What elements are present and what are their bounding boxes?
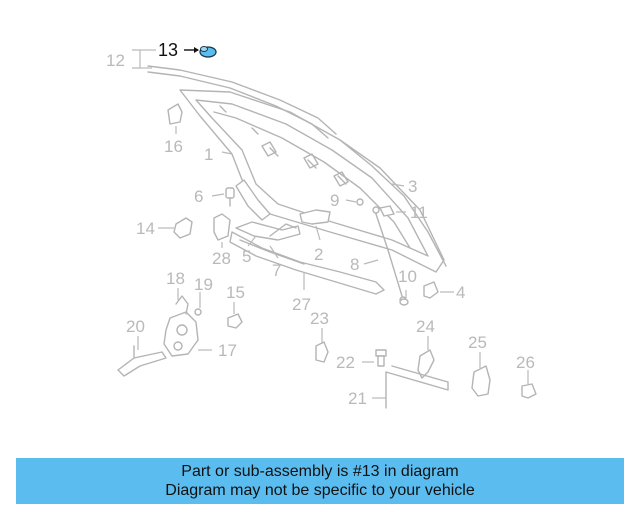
callout-25[interactable]: 25 [468, 333, 487, 352]
part-24-lever [417, 349, 435, 379]
caption-line-2: Diagram may not be specific to your vehi… [165, 482, 475, 499]
callout-12[interactable]: 12 [106, 51, 125, 70]
callout-14[interactable]: 14 [136, 219, 155, 238]
part-3-trim [339, 139, 447, 267]
parts-diagram: 13 12 16 1 6 14 28 5 7 2 27 8 9 11 3 10 … [106, 40, 537, 409]
callout-4[interactable]: 4 [456, 283, 465, 302]
callout-8[interactable]: 8 [350, 255, 359, 274]
part-21-rod [385, 365, 449, 409]
part-25-cover [471, 365, 491, 397]
callout-28[interactable]: 28 [212, 249, 231, 268]
callout-5[interactable]: 5 [242, 247, 251, 266]
callout-9[interactable]: 9 [330, 191, 339, 210]
bracket-12 [132, 49, 156, 69]
callout-23[interactable]: 23 [310, 309, 329, 328]
callout-21[interactable]: 21 [348, 389, 367, 408]
callout-17[interactable]: 17 [218, 341, 237, 360]
callout-6[interactable]: 6 [194, 187, 203, 206]
part-23-clip [315, 341, 329, 363]
callout-26[interactable]: 26 [516, 353, 535, 372]
part-26-cap [521, 383, 537, 399]
part-22-bolt [375, 349, 387, 367]
callout-19[interactable]: 19 [194, 275, 213, 294]
caption-line-1: Part or sub-assembly is #13 in diagram [181, 463, 459, 480]
part-14-cap [173, 217, 193, 239]
callout-16[interactable]: 16 [164, 137, 183, 156]
part-13-clip [184, 46, 217, 58]
callout-15[interactable]: 15 [226, 283, 245, 302]
callout-24[interactable]: 24 [416, 317, 435, 336]
callout-27[interactable]: 27 [292, 295, 311, 314]
callout-7[interactable]: 7 [272, 261, 281, 280]
leader-lines [137, 126, 529, 399]
part-1-hatch-panel [179, 89, 445, 273]
part-15-stopper [227, 313, 243, 329]
part-16-bumper [167, 103, 183, 125]
part-5-hinge [235, 179, 301, 241]
part-9-grommet [356, 198, 364, 206]
callout-3[interactable]: 3 [408, 177, 417, 196]
part-20-rod [117, 345, 167, 377]
callout-10[interactable]: 10 [398, 267, 417, 286]
part-6-bolt [225, 187, 235, 207]
part-28-bracket [213, 213, 231, 241]
part-2-handle [299, 209, 331, 225]
callout-1[interactable]: 1 [204, 145, 213, 164]
part-11-ball-stud [379, 205, 395, 217]
callout-22[interactable]: 22 [336, 353, 355, 372]
callout-20[interactable]: 20 [126, 317, 145, 336]
callout-11[interactable]: 11 [410, 203, 428, 222]
callout-2[interactable]: 2 [314, 245, 323, 264]
callout-13[interactable]: 13 [158, 40, 178, 60]
part-17-latch [163, 295, 202, 357]
callout-18[interactable]: 18 [166, 269, 185, 288]
part-10-washer [399, 298, 409, 306]
part-4-clip [423, 281, 439, 299]
caption-banner: Part or sub-assembly is #13 in diagram D… [16, 458, 624, 504]
